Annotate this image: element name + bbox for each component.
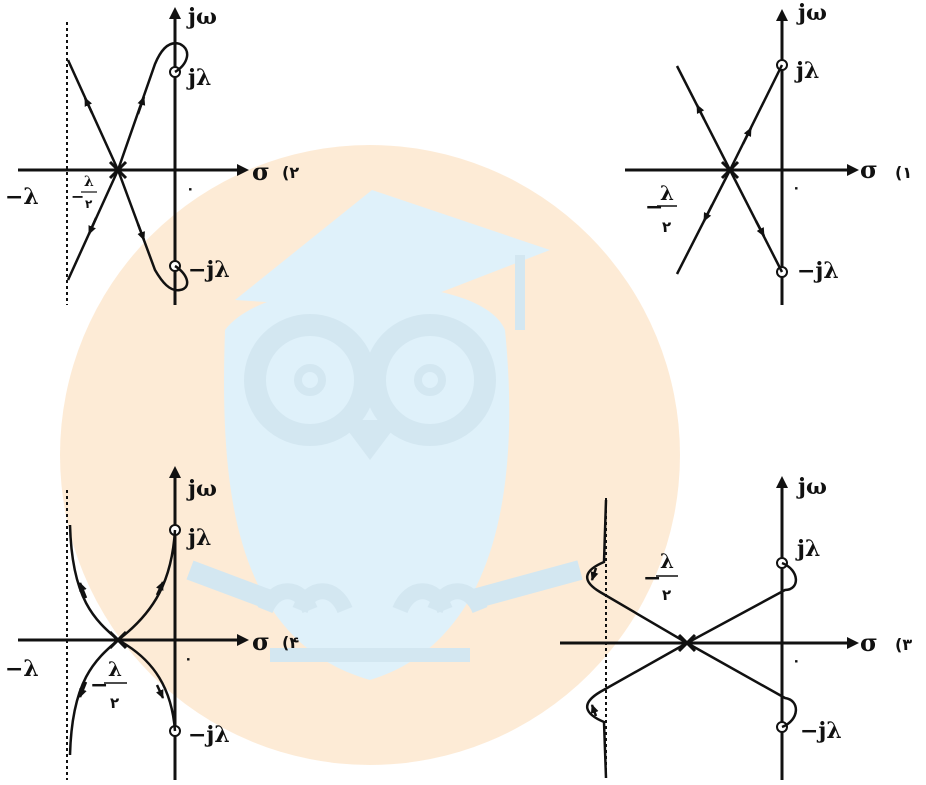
frac-num: λ (84, 174, 94, 190)
neg-pole-label: −jλ (800, 718, 842, 744)
frac-num: λ (660, 181, 674, 205)
asym-label: −λ (5, 184, 39, 210)
panel-number: (۲ (282, 163, 299, 182)
jw-label: jω (186, 476, 217, 502)
sigma-label: σ (860, 628, 878, 657)
jw-label: jω (796, 474, 827, 500)
pos-pole-label: jλ (186, 525, 211, 551)
frac-sign: − (643, 565, 661, 591)
origin-label: ۰ (186, 181, 195, 197)
origin-label: ۰ (184, 651, 193, 667)
jw-label: jω (186, 4, 217, 30)
neg-pole-label: −jλ (188, 257, 230, 283)
panel-number: (۳ (895, 635, 912, 654)
frac-num: λ (108, 657, 122, 681)
neg-pole-label: −jλ (797, 258, 839, 284)
frac-den: ۲ (110, 694, 119, 712)
frac-num: λ (660, 549, 674, 573)
frac-den: ۲ (662, 218, 671, 236)
jw-label: jω (796, 0, 827, 26)
origin-label: ۰ (792, 180, 801, 196)
panel-1: jω jλ −jλ σ (۱ ۰ − λ ۲ (625, 0, 912, 305)
neg-pole-label: −jλ (188, 722, 230, 748)
asym-label: −λ (5, 656, 39, 682)
panel-number: (۴ (282, 633, 299, 652)
sigma-label: σ (252, 157, 270, 186)
frac-den: ۲ (662, 586, 671, 604)
frac-sign: − (90, 672, 108, 698)
origin-label: ۰ (792, 653, 801, 669)
frac-den: ۲ (85, 197, 93, 211)
frac-sign: − (71, 187, 84, 206)
pos-pole-label: jλ (795, 536, 820, 562)
pos-pole-label: jλ (794, 58, 819, 84)
sigma-label: σ (252, 627, 270, 656)
pos-pole-label: jλ (186, 65, 211, 91)
sigma-label: σ (860, 155, 878, 184)
panel-number: (۱ (895, 163, 912, 182)
watermark-logo (60, 145, 680, 765)
